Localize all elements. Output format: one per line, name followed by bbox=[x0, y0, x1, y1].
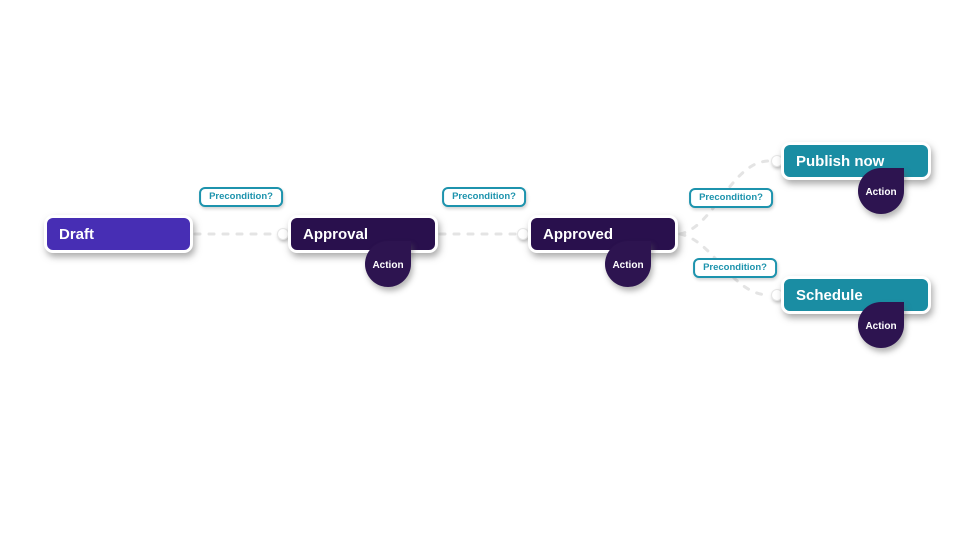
action-badge-label: Action bbox=[372, 259, 404, 271]
node-approved[interactable]: Approved bbox=[528, 215, 678, 253]
precondition-badge-draft-to-approval[interactable]: Precondition? bbox=[199, 187, 283, 207]
node-label-schedule: Schedule bbox=[796, 286, 863, 304]
action-badge-label: Action bbox=[865, 320, 897, 332]
action-badge-approved[interactable]: Action bbox=[605, 241, 651, 287]
port-approval[interactable] bbox=[277, 228, 289, 240]
node-schedule[interactable]: Schedule bbox=[781, 276, 931, 314]
node-approval[interactable]: Approval bbox=[288, 215, 438, 253]
precondition-badge-approved-to-schedule[interactable]: Precondition? bbox=[693, 258, 777, 278]
precondition-badge-approved-to-publish-now[interactable]: Precondition? bbox=[689, 188, 773, 208]
action-badge-publish-now[interactable]: Action bbox=[858, 168, 904, 214]
node-label-publish-now: Publish now bbox=[796, 152, 885, 170]
action-badge-label: Action bbox=[865, 186, 897, 198]
node-label-approval: Approval bbox=[303, 225, 369, 243]
node-draft[interactable]: Draft bbox=[44, 215, 193, 253]
node-publish-now[interactable]: Publish now bbox=[781, 142, 931, 180]
precondition-badge-approval-to-approved[interactable]: Precondition? bbox=[442, 187, 526, 207]
action-badge-label: Action bbox=[612, 259, 644, 271]
node-label-approved: Approved bbox=[543, 225, 614, 243]
port-approved[interactable] bbox=[517, 228, 529, 240]
action-badge-schedule[interactable]: Action bbox=[858, 302, 904, 348]
action-badge-approval[interactable]: Action bbox=[365, 241, 411, 287]
node-label-draft: Draft bbox=[59, 225, 95, 243]
